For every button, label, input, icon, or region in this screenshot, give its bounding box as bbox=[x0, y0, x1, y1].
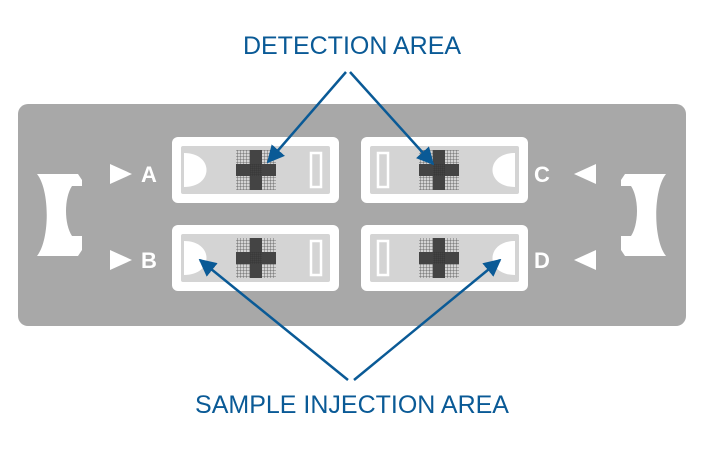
counting-grid-a-icon bbox=[236, 150, 276, 190]
injection-arrow-b bbox=[198, 258, 349, 381]
channel-label-b: B bbox=[141, 248, 157, 273]
slide-body bbox=[18, 104, 686, 326]
pointer-c-icon bbox=[574, 164, 596, 184]
left-notch-icon bbox=[37, 174, 82, 256]
channel-label-a: A bbox=[141, 162, 157, 187]
counting-grid-b-icon bbox=[236, 238, 276, 278]
pointer-a-icon bbox=[110, 164, 132, 184]
vent-d bbox=[376, 239, 390, 277]
vent-b bbox=[309, 239, 323, 277]
detection-arrow-c bbox=[349, 71, 435, 166]
sample-injection-area-label: SAMPLE INJECTION AREA bbox=[195, 391, 509, 419]
sample-port-c bbox=[492, 153, 515, 187]
chamber-b bbox=[172, 225, 339, 291]
vent-a bbox=[309, 151, 323, 189]
chamber-c bbox=[361, 137, 528, 203]
counting-grid-d-icon bbox=[419, 238, 459, 278]
right-notch-icon bbox=[621, 174, 666, 256]
pointer-b-icon bbox=[110, 250, 132, 270]
channel-label-d: D bbox=[534, 248, 550, 273]
channel-label-c: C bbox=[534, 162, 550, 187]
sample-port-a bbox=[184, 153, 207, 187]
pointer-d-icon bbox=[574, 250, 596, 270]
detection-arrow-a bbox=[266, 71, 347, 164]
chamber-a bbox=[172, 137, 339, 203]
detection-area-label: DETECTION AREA bbox=[243, 32, 461, 60]
vent-c bbox=[376, 151, 390, 189]
chamber-d bbox=[361, 225, 528, 291]
injection-arrow-d bbox=[353, 258, 502, 381]
